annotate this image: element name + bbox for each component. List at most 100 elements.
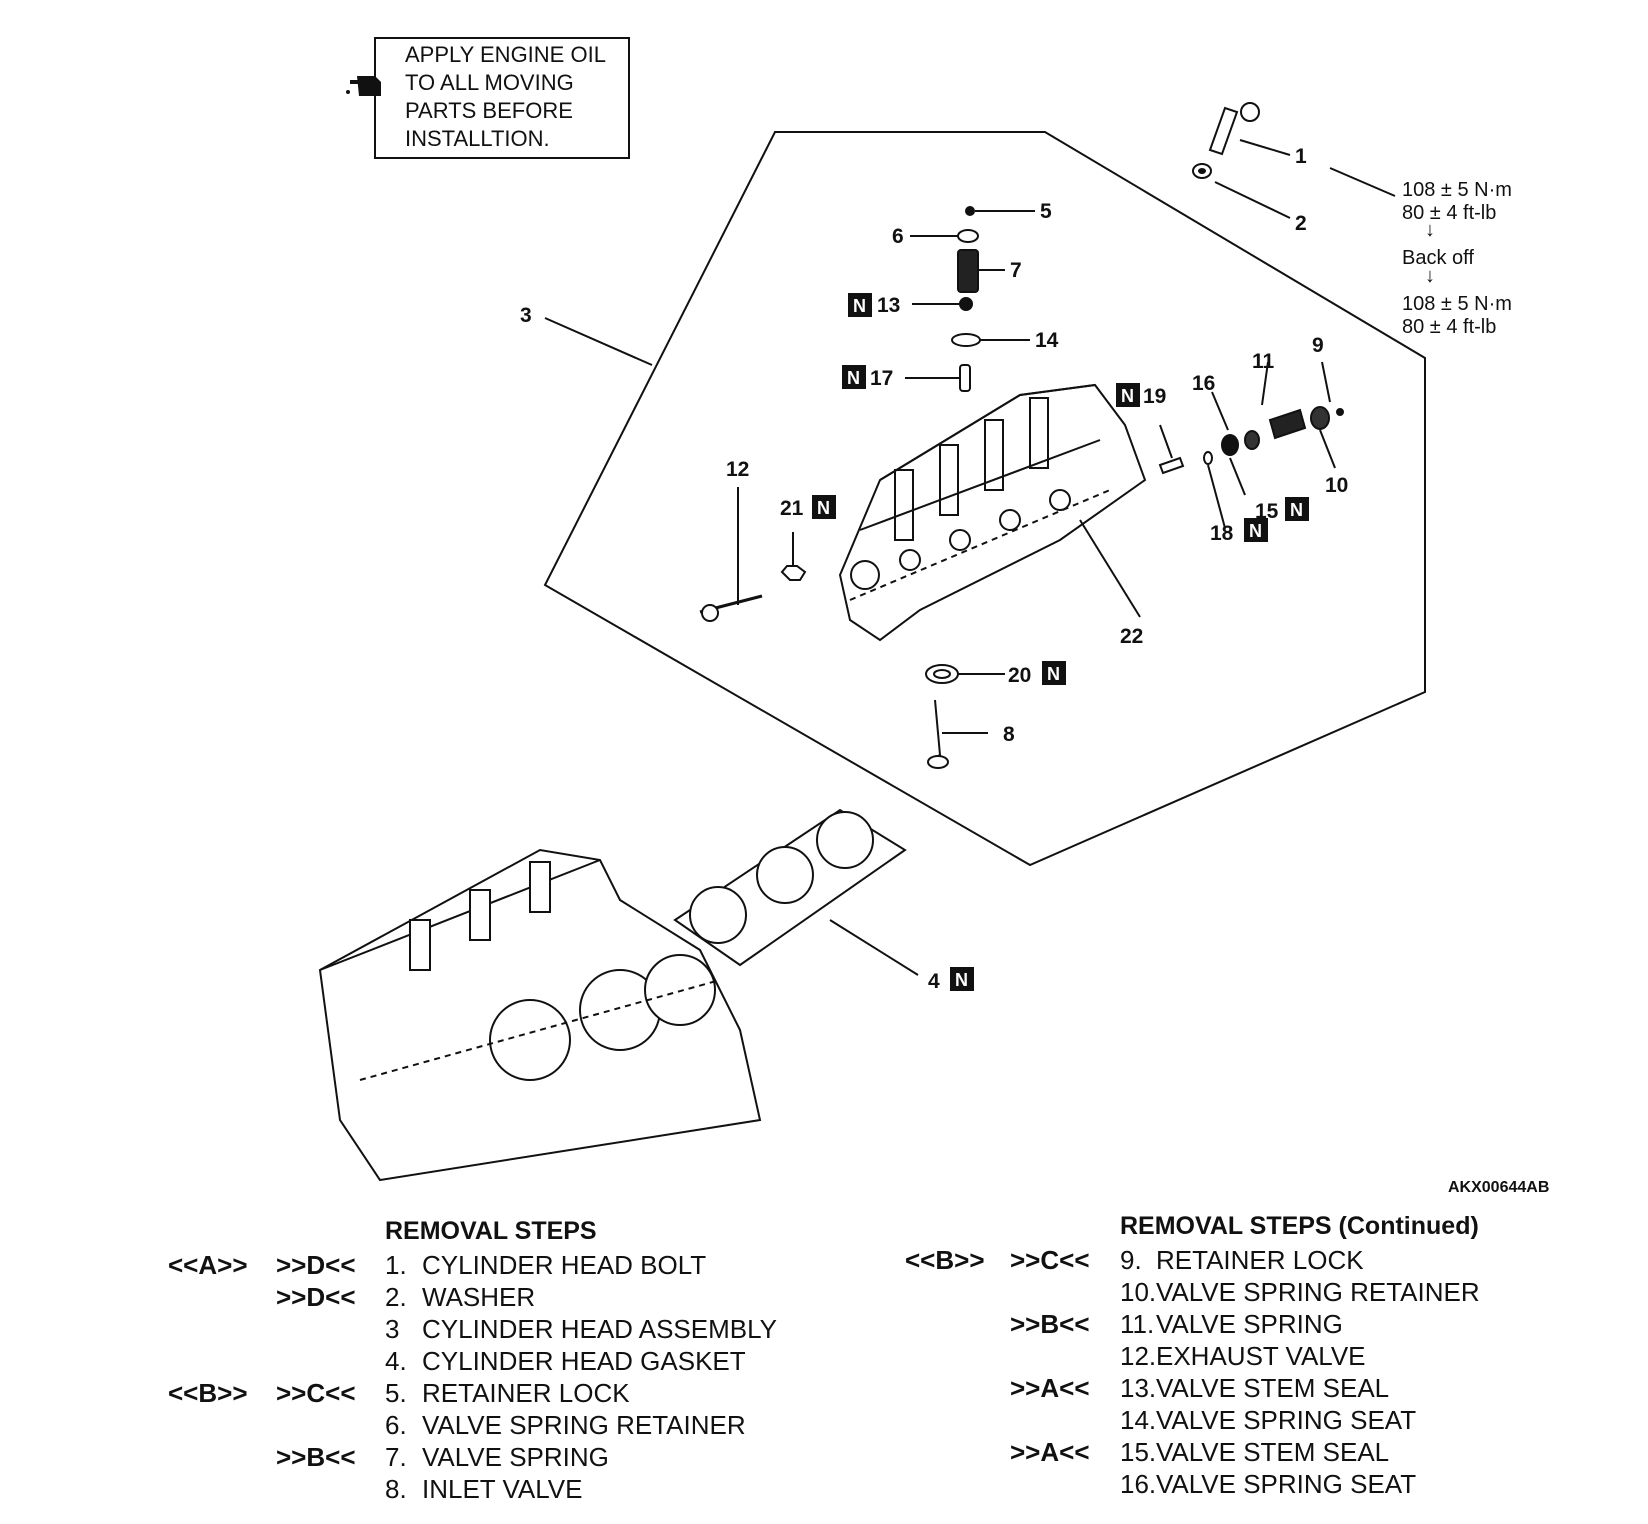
- note-line-1: APPLY ENGINE OIL: [405, 42, 606, 67]
- callout-9: 9: [1312, 334, 1324, 357]
- step-row: >>A<< 13.VALVE STEM SEAL: [820, 1372, 1648, 1404]
- step-text: VALVE SPRING RETAINER: [422, 1410, 746, 1440]
- step-row: <<A>> >>D<< 1. CYLINDER HEAD BOLT: [0, 1249, 820, 1281]
- step-number: 12.: [1120, 1341, 1157, 1371]
- step-row: 10.VALVE SPRING RETAINER: [820, 1276, 1648, 1308]
- step-ref-b: >>D<<: [276, 1282, 356, 1312]
- step-ref-b: >>B<<: [276, 1442, 356, 1472]
- engine-block-drawing: [318, 848, 762, 1182]
- oil-note: APPLY ENGINE OIL TO ALL MOVING PARTS BEF…: [346, 37, 630, 159]
- step-number: 3: [385, 1314, 400, 1344]
- svg-text:N: N: [1249, 521, 1262, 541]
- arrow-down-icon: ↓: [1425, 265, 1435, 287]
- step-number: 1.: [385, 1250, 407, 1280]
- callout-2: 2: [1295, 212, 1307, 235]
- exhaust-valve-parts: [699, 406, 1344, 622]
- step-text: VALVE SPRING: [1156, 1309, 1343, 1339]
- note-line-2: TO ALL MOVING: [405, 70, 574, 95]
- steps-right-title: REMOVAL STEPS (Continued): [1120, 1212, 1479, 1240]
- oil-can-icon: [346, 76, 381, 96]
- new-part-markers: N N N N N N N N: [812, 293, 1309, 991]
- step-ref-a: <<B>>: [905, 1245, 985, 1275]
- svg-text:N: N: [1047, 664, 1060, 684]
- callout-15: 15: [1255, 500, 1279, 523]
- step-ref-b: >>D<<: [276, 1250, 356, 1280]
- step-text: VALVE STEM SEAL: [1156, 1373, 1390, 1403]
- callout-labels: 1 2 3 4 5 6 7 8 9 10 11 12 13 14 15 16 1…: [520, 145, 1348, 993]
- svg-text:N: N: [817, 498, 830, 518]
- step-row: 4. CYLINDER HEAD GASKET: [0, 1345, 820, 1377]
- cylinder-head-gasket-drawing: [673, 808, 907, 967]
- callout-14: 14: [1035, 329, 1059, 352]
- note-line-4: INSTALLTION.: [405, 126, 550, 151]
- washer: [1192, 163, 1212, 179]
- step-row: >>A<<15.VALVE STEM SEAL: [820, 1436, 1648, 1468]
- step-text: INLET VALVE: [422, 1474, 583, 1504]
- step-number: 5.: [385, 1378, 407, 1408]
- callout-16: 16: [1192, 372, 1215, 395]
- callout-21: 21: [780, 497, 804, 520]
- callout-20: 20: [1008, 664, 1031, 687]
- step-text: CYLINDER HEAD GASKET: [422, 1346, 746, 1376]
- step-number: 10.: [1120, 1277, 1157, 1307]
- leader-lines: [544, 139, 1396, 976]
- step-number: 11.: [1120, 1309, 1155, 1339]
- svg-text:N: N: [853, 296, 866, 316]
- arrow-down-icon: ↓: [1425, 219, 1435, 241]
- callout-6: 6: [892, 225, 904, 248]
- step-text: CYLINDER HEAD BOLT: [422, 1250, 707, 1280]
- torque-line-1: 108 ± 5 N·m: [1402, 179, 1512, 201]
- torque-line-4: 80 ± 4 ft-lb: [1402, 316, 1496, 338]
- step-ref-b: >>A<<: [1010, 1437, 1090, 1467]
- svg-text:N: N: [1290, 500, 1303, 520]
- step-number: 4.: [385, 1346, 407, 1376]
- callout-17: 17: [870, 367, 893, 390]
- step-text: VALVE SPRING SEAT: [1156, 1405, 1417, 1435]
- step-row: >>D<<2.WASHER: [0, 1281, 820, 1313]
- step-number: 13.: [1120, 1373, 1157, 1403]
- step-ref-a: <<A>>: [168, 1250, 248, 1280]
- svg-text:N: N: [1121, 386, 1134, 406]
- step-ref-b: >>A<<: [1010, 1373, 1090, 1403]
- figure-code: AKX00644AB: [1448, 1179, 1549, 1196]
- callout-1: 1: [1295, 145, 1307, 168]
- step-text: WASHER: [422, 1282, 536, 1312]
- callout-12: 12: [726, 458, 749, 481]
- cylinder-head-drawing: [838, 383, 1147, 642]
- svg-text:N: N: [847, 368, 860, 388]
- cylinder-head-bolt: [1208, 102, 1260, 156]
- new-part-badge: N: [1285, 497, 1309, 521]
- step-ref-b: >>C<<: [1010, 1245, 1090, 1275]
- step-number: 16.: [1120, 1469, 1157, 1499]
- callout-19: 19: [1143, 385, 1166, 408]
- callout-10: 10: [1325, 474, 1348, 497]
- step-ref-a: <<B>>: [168, 1378, 248, 1408]
- new-part-badge: N: [1244, 518, 1268, 542]
- new-part-badge: N: [950, 967, 974, 991]
- step-text: RETAINER LOCK: [1156, 1245, 1364, 1275]
- step-row: 6. VALVE SPRING RETAINER: [0, 1409, 820, 1441]
- assembly-boundary: [543, 131, 1426, 867]
- step-number: 8.: [385, 1474, 407, 1504]
- torque-line-3: 108 ± 5 N·m: [1402, 293, 1512, 315]
- inlet-valve-parts: [925, 206, 981, 769]
- callout-3: 3: [520, 304, 532, 327]
- step-number: 6.: [385, 1410, 407, 1440]
- step-row: 8. INLET VALVE: [0, 1473, 820, 1505]
- callout-7: 7: [1010, 259, 1022, 282]
- step-number: 15.: [1120, 1437, 1157, 1467]
- step-ref-b: >>C<<: [276, 1378, 356, 1408]
- step-text: VALVE SPRING: [422, 1442, 609, 1472]
- torque-line-2: 80 ± 4 ft-lb: [1402, 202, 1496, 224]
- callout-4: 4: [928, 970, 940, 993]
- step-row: <<B>> >>C<< 5. RETAINER LOCK: [0, 1377, 820, 1409]
- new-part-badge: N: [848, 293, 872, 317]
- new-part-badge: N: [1116, 383, 1140, 407]
- step-text: RETAINER LOCK: [422, 1378, 630, 1408]
- step-text: VALVE SPRING SEAT: [1156, 1469, 1417, 1499]
- step-number: 14.: [1120, 1405, 1157, 1435]
- new-part-badge: N: [842, 365, 866, 389]
- step-text: VALVE SPRING RETAINER: [1156, 1277, 1480, 1307]
- svg-text:N: N: [955, 970, 968, 990]
